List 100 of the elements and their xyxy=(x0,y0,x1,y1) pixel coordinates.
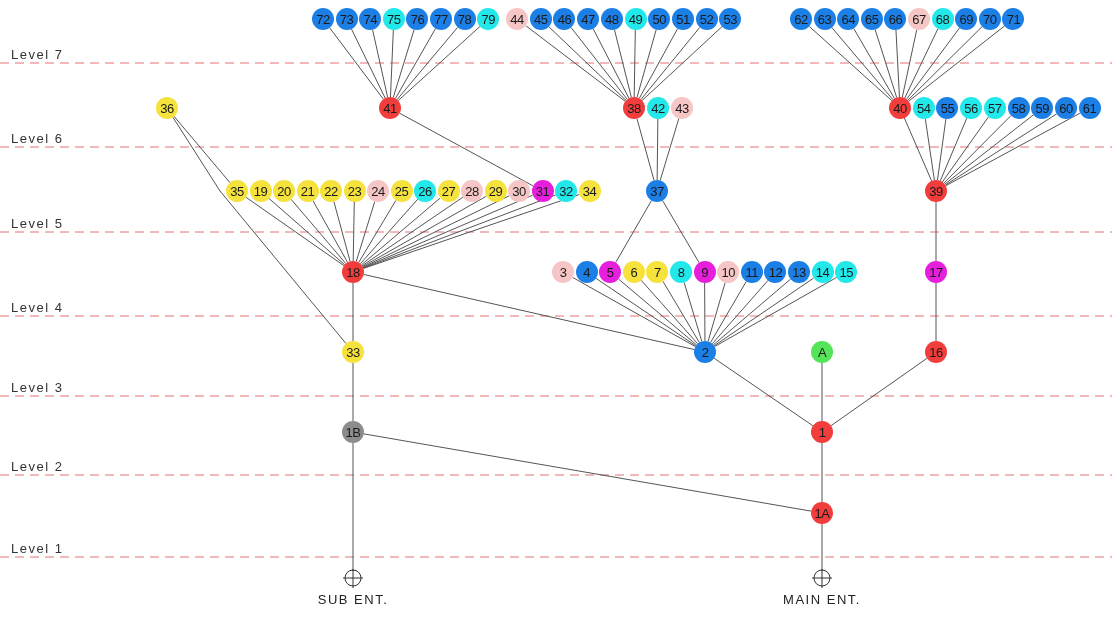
node-circle: 11 xyxy=(740,261,763,283)
connector-line xyxy=(641,25,723,102)
node-circle: 41 xyxy=(379,97,401,119)
connector-line xyxy=(636,118,655,181)
node-circle: 69 xyxy=(955,8,978,30)
node-circle: 5 xyxy=(599,261,622,283)
connector-line xyxy=(172,116,347,344)
connector-line xyxy=(713,277,814,347)
connector-line xyxy=(707,282,726,342)
connector-line xyxy=(640,27,701,100)
connector-line xyxy=(662,200,700,263)
node-circle: 50 xyxy=(648,8,671,30)
node-circle: 23 xyxy=(343,180,366,202)
connector-line xyxy=(895,29,900,98)
connector-line xyxy=(908,25,1006,102)
connector-line xyxy=(358,199,397,264)
node-circle: 19 xyxy=(249,180,272,202)
node-circle: 1A xyxy=(811,502,833,524)
connector-line xyxy=(372,29,389,98)
level-label: Level 4 xyxy=(11,300,64,315)
connector-line xyxy=(359,198,419,265)
connector-line xyxy=(935,282,937,342)
level-label: Level 7 xyxy=(11,47,64,62)
connector-line xyxy=(903,117,933,182)
connector-line xyxy=(941,116,989,183)
node-circle: 62 xyxy=(790,8,812,30)
connector-line xyxy=(904,28,939,99)
node-circle: 4 xyxy=(575,261,598,283)
connector-line xyxy=(360,197,441,266)
node-circle: 12 xyxy=(764,261,787,283)
connector-line xyxy=(636,29,657,98)
connector-line xyxy=(714,276,838,348)
node-circle: 21 xyxy=(296,180,319,202)
connector-line xyxy=(592,28,630,99)
node-circle: 30 xyxy=(508,180,530,202)
connector-line xyxy=(329,27,384,100)
connector-line xyxy=(525,25,626,102)
node-circle: 44 xyxy=(506,8,528,30)
node-circle: 14 xyxy=(811,261,834,283)
node-circle: 15 xyxy=(835,261,858,283)
connector-line xyxy=(939,117,968,182)
connector-line xyxy=(350,28,386,99)
connector-line xyxy=(711,279,769,345)
connector-line xyxy=(907,26,983,101)
node-circle: 8 xyxy=(670,261,692,283)
connector-line xyxy=(397,25,481,102)
connector-line xyxy=(821,523,823,572)
node-circle: 33 xyxy=(342,341,364,363)
connector-line xyxy=(830,357,928,427)
connector-line xyxy=(363,433,812,512)
connector-line xyxy=(874,29,898,98)
node-circle: 39 xyxy=(925,180,947,202)
node-circle: 35 xyxy=(226,180,248,202)
connector-line xyxy=(704,282,706,342)
node-circle: 78 xyxy=(453,8,476,30)
connector-line xyxy=(399,112,534,187)
connector-line xyxy=(595,277,697,347)
connector-line xyxy=(638,28,679,99)
connector-line xyxy=(394,28,437,99)
connector-line xyxy=(945,112,1081,187)
connector-line xyxy=(245,196,345,267)
node-circle: 22 xyxy=(320,180,342,202)
node-circle: 40 xyxy=(889,97,911,119)
node-circle: 32 xyxy=(555,180,577,202)
node-circle: 28 xyxy=(461,180,483,202)
connector-line xyxy=(352,201,355,262)
connector-line xyxy=(924,118,935,181)
connector-line xyxy=(683,282,703,342)
node-circle: 63 xyxy=(813,8,836,30)
connector-line xyxy=(173,115,231,184)
connector-line xyxy=(821,442,823,503)
node-circle: 3 xyxy=(552,261,574,283)
connector-line xyxy=(618,278,698,346)
level-label: Level 6 xyxy=(11,131,64,146)
node-circle: 46 xyxy=(553,8,576,30)
connector-line xyxy=(352,362,354,422)
connector-line xyxy=(656,118,659,181)
connector-line xyxy=(944,113,1058,186)
entrance-label: SUB ENT. xyxy=(317,592,389,607)
node-circle: 29 xyxy=(484,180,507,202)
node-circle: 73 xyxy=(335,8,358,30)
node-circle: 48 xyxy=(600,8,623,30)
connector-line xyxy=(389,29,394,98)
connector-line xyxy=(662,280,700,344)
connector-line xyxy=(362,195,487,268)
node-circle: 77 xyxy=(430,8,452,30)
connector-line xyxy=(944,114,1035,185)
node-circle: 36 xyxy=(156,97,178,119)
node-circle: 47 xyxy=(577,8,600,30)
node-circle: 61 xyxy=(1078,97,1101,119)
connector-line xyxy=(352,442,354,572)
node-circle: 79 xyxy=(477,8,500,30)
node-circle: 18 xyxy=(342,261,364,283)
node-circle: 26 xyxy=(414,180,436,202)
node-circle: 49 xyxy=(624,8,647,30)
node-circle: 34 xyxy=(578,180,601,202)
level-label: Level 3 xyxy=(11,380,64,395)
node-circle: 38 xyxy=(623,97,645,119)
node-circle: 1 xyxy=(811,421,833,443)
connector-line xyxy=(901,29,918,98)
